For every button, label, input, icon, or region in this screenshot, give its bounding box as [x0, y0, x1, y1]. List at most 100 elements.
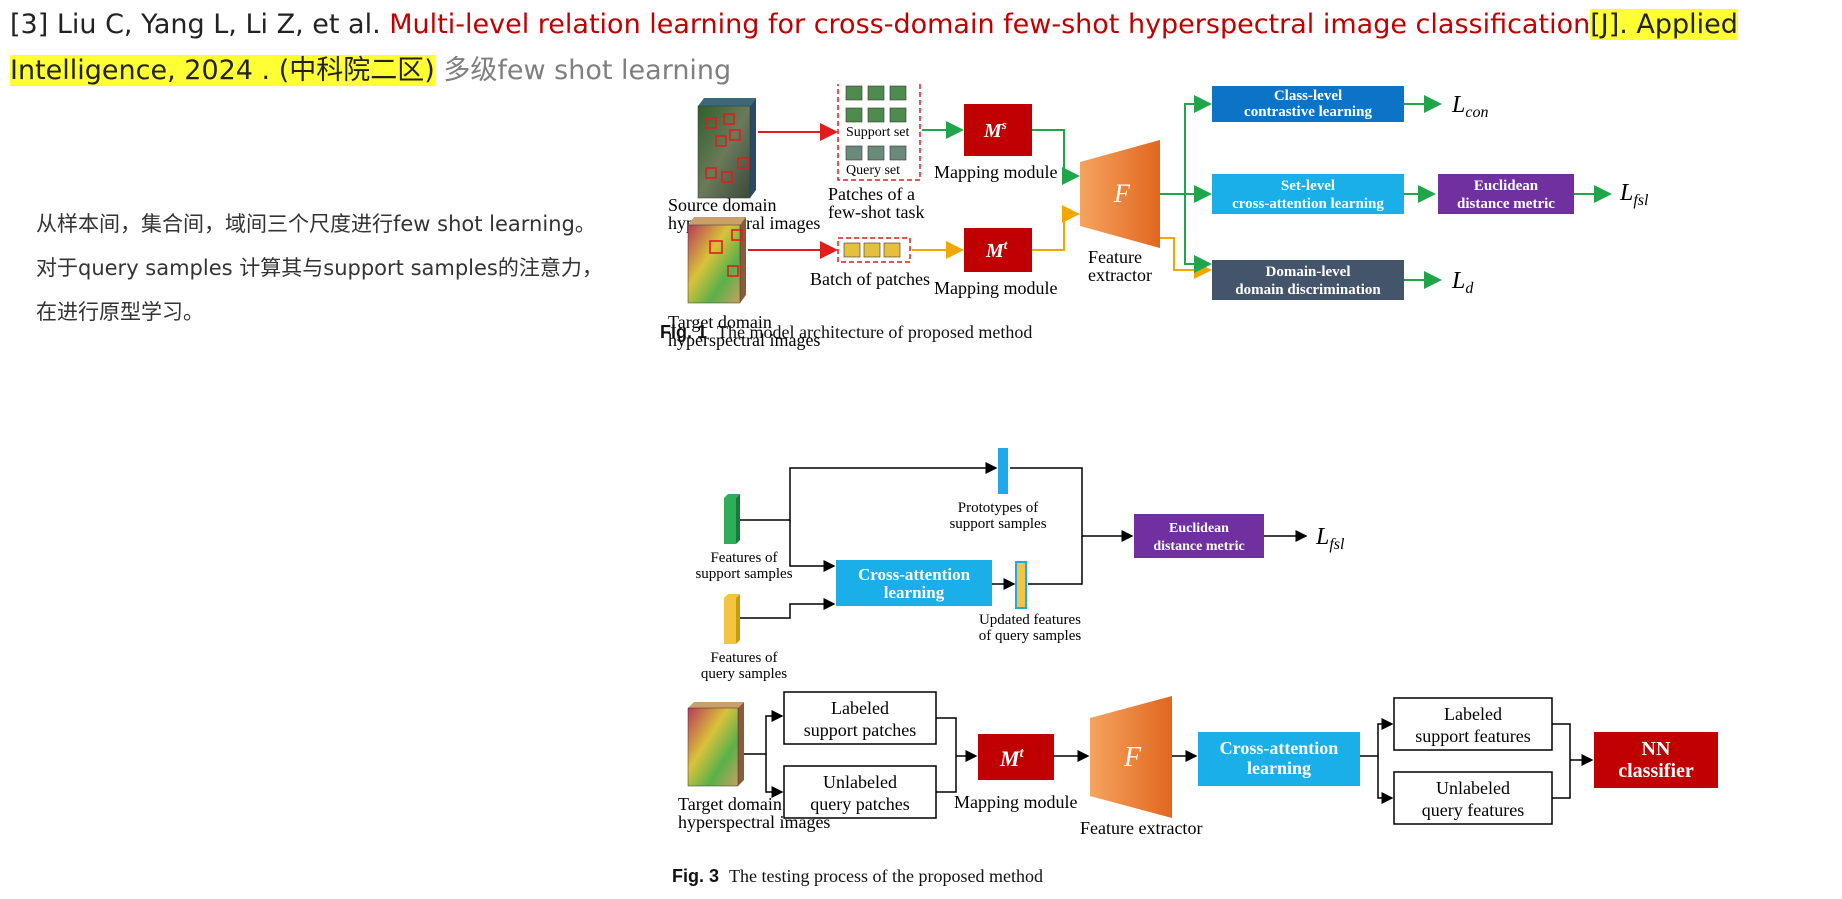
fig3-fe-label: Feature extractor	[1080, 818, 1202, 838]
labeled-patches-line1: Labeled	[831, 698, 889, 718]
fe-label-1: Feature	[1088, 247, 1142, 267]
unlabeled-patches-box	[783, 765, 937, 819]
euclidean-line1: Euclidean	[1474, 178, 1539, 194]
target-hsi-cube	[687, 217, 746, 304]
l-d: Ld	[1451, 268, 1474, 297]
set-level-box	[1212, 174, 1404, 214]
class-level-line2: contrastive learning	[1244, 104, 1372, 120]
unlabeled-patches-line2: query patches	[810, 794, 909, 814]
updated-label-2: of query samples	[979, 628, 1082, 644]
updated-features-bar	[1015, 561, 1027, 609]
fig3-f-label: F	[1123, 742, 1142, 773]
arrow-fig3-to-labeled	[744, 710, 784, 755]
figure-3-caption-text: The testing process of the proposed meth…	[729, 866, 1043, 886]
query-feature-bar	[724, 598, 736, 644]
domain-level-box	[1212, 260, 1404, 300]
l-fsl-fig2: Lfsl	[1315, 524, 1345, 553]
cross-attention-box-fig2	[836, 560, 992, 606]
features-support-2: support samples	[695, 566, 792, 582]
prototypes-label-1: Prototypes of	[958, 500, 1038, 516]
domain-level-line2: domain discrimination	[1235, 282, 1381, 298]
note-line-1: 从样本间，集合间，域间三个尺度进行few shot learning。	[36, 212, 596, 236]
arrow-ms-to-f	[1032, 129, 1080, 185]
cross-fig2-line1: Cross-attention	[858, 565, 971, 584]
nn-line1: NN	[1642, 738, 1671, 760]
reference-index: [3]	[10, 9, 49, 40]
support-patches	[845, 85, 907, 123]
ms-label: Ms	[983, 117, 1007, 142]
source-label-1: Source domain	[668, 195, 776, 215]
fe-label-2: extractor	[1088, 265, 1152, 285]
figure-1-caption-label: Fig. 1	[660, 322, 708, 342]
line-updated-to-join	[1028, 536, 1083, 585]
labeled-features-line1: Labeled	[1444, 704, 1502, 724]
arrow-fig3-to-unlabeled	[765, 754, 784, 798]
mt-label: Mt	[985, 237, 1008, 262]
arrow-f-to-domain-orange	[1160, 237, 1212, 279]
features-query-1: Features of	[710, 650, 777, 666]
set-level-line1: Set-level	[1281, 178, 1335, 194]
prototypes-label-2: support samples	[949, 516, 1046, 532]
join-patches	[936, 717, 957, 793]
join-features	[1552, 723, 1571, 799]
target-label-1: Target domain	[668, 312, 772, 332]
reference-venue-2: Intelligence, 2024 . (中科院二区)	[10, 55, 435, 86]
fig3-mt-label: Mt	[999, 746, 1025, 771]
fig3-cross-line2: learning	[1247, 758, 1311, 778]
reference-tag: 多级few shot learning	[443, 55, 732, 86]
reference-header: [3] Liu C, Yang L, Li Z, et al. Multi-le…	[10, 2, 1830, 94]
batch-patches	[843, 242, 901, 258]
prototypes-bar	[998, 448, 1008, 494]
euclidean-box-fig2	[1134, 514, 1264, 558]
set-level-line2: cross-attention learning	[1232, 196, 1384, 212]
patches-label-2: few-shot task	[828, 202, 924, 222]
l-con: Lcon	[1451, 92, 1488, 121]
mapping-label-1: Mapping module	[934, 162, 1058, 182]
labeled-features-box	[1393, 697, 1553, 751]
arrow-f-to-class	[1160, 95, 1212, 195]
features-support-1: Features of	[710, 550, 777, 566]
reference-authors: Liu C, Yang L, Li Z, et al.	[56, 9, 381, 40]
labeled-patches-box	[783, 691, 937, 745]
unlabeled-features-line2: query features	[1422, 800, 1524, 820]
arrow-prototypes-to-euclid	[1010, 467, 1134, 542]
arrow-f-to-domain-green	[1184, 194, 1212, 273]
patches-label-1: Patches of a	[828, 184, 915, 204]
fig3-target-hsi-cube	[687, 702, 744, 787]
support-set-label: Support set	[846, 125, 910, 140]
labeled-patches-line2: support patches	[804, 720, 916, 740]
figure-1: Source domain hyperspectral images Targe…	[650, 77, 1842, 440]
arrow-support-to-cross	[789, 520, 836, 572]
fig3-mapping-mt	[978, 734, 1054, 780]
notes: 从样本间，集合间，域间三个尺度进行few shot learning。 对于qu…	[36, 202, 616, 334]
class-level-box	[1212, 86, 1404, 122]
features-query-2: query samples	[701, 666, 787, 682]
unlabeled-patches-line1: Unlabeled	[823, 772, 897, 792]
cross-fig2-line2: learning	[884, 583, 945, 602]
support-feature-bar	[724, 498, 736, 544]
arrow-cross-to-labeled-feat	[1360, 718, 1394, 757]
fig3-cross-line1: Cross-attention	[1220, 738, 1339, 758]
updated-label-1: Updated features	[979, 612, 1081, 628]
f-label: F	[1113, 179, 1131, 208]
fig3-mapping-label: Mapping module	[954, 792, 1078, 812]
reference-venue-1: [J]. Applied	[1590, 9, 1738, 40]
arrow-support-to-prototypes	[740, 462, 998, 521]
source-hsi-cube	[697, 98, 756, 199]
fig3-target-label-1: Target domain	[678, 794, 782, 814]
labeled-features-line2: support features	[1415, 726, 1530, 746]
arrow-mt-to-f	[1032, 205, 1080, 251]
mapping-module-mt	[964, 228, 1032, 272]
batch-dashed-box	[837, 237, 911, 263]
target-label-2: hyperspectral images	[668, 330, 820, 350]
nn-classifier-box	[1594, 732, 1718, 788]
fig3-feature-extractor	[1090, 696, 1172, 818]
class-level-line1: Class-level	[1274, 88, 1342, 104]
euclid-fig2-line2: distance metric	[1153, 539, 1244, 554]
euclidean-box	[1438, 174, 1574, 214]
arrow-query-to-cross	[740, 598, 836, 619]
nn-line2: classifier	[1618, 760, 1694, 782]
unlabeled-features-line1: Unlabeled	[1436, 778, 1510, 798]
